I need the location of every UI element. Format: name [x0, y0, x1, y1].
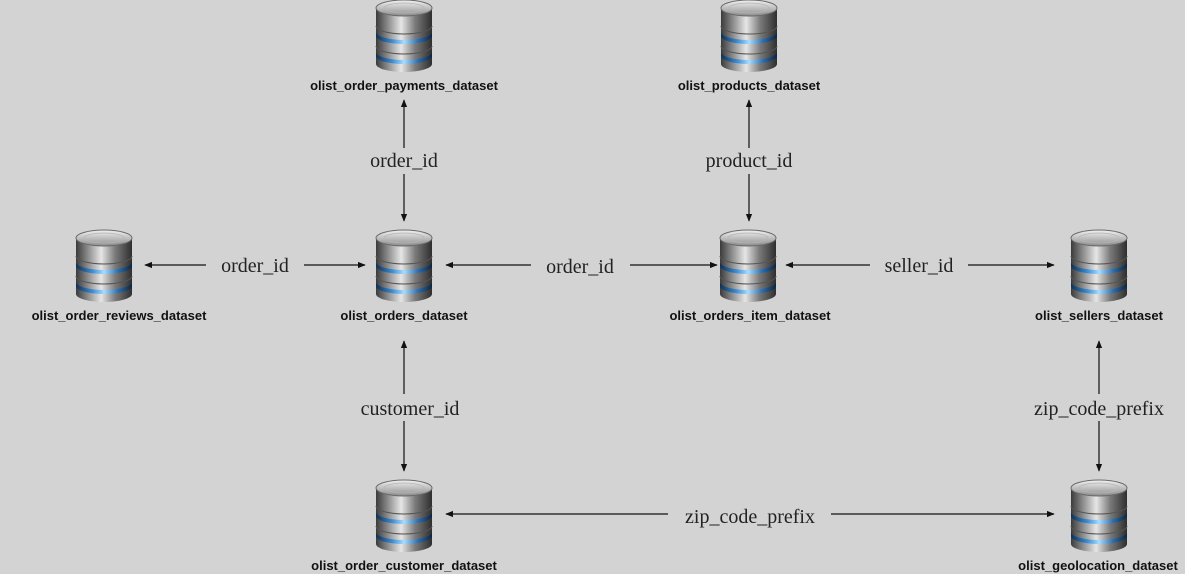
database-icon	[375, 0, 433, 73]
node-label-payments: olist_order_payments_dataset	[310, 78, 499, 93]
database-icon	[719, 229, 777, 303]
edge-label-reviews-orders: order_id	[221, 255, 289, 277]
edge-orders-customer: customer_id	[361, 340, 460, 472]
node-label-sellers: olist_sellers_dataset	[1035, 308, 1164, 323]
node-label-geolocation: olist_geolocation_dataset	[1018, 558, 1178, 573]
edge-customer-geolocation: zip_code_prefix	[445, 506, 1055, 528]
edge-items-sellers: seller_id	[785, 255, 1055, 277]
node-orders: olist_orders_dataset	[340, 229, 468, 323]
node-geolocation: olist_geolocation_dataset	[1018, 479, 1178, 573]
edge-items-products: product_id	[706, 99, 793, 222]
edge-label-customer-geolocation: zip_code_prefix	[685, 506, 815, 528]
edge-label-items-sellers: seller_id	[885, 255, 954, 277]
edge-sellers-geolocation: zip_code_prefix	[1034, 340, 1164, 472]
edge-label-orders-payments: order_id	[370, 150, 438, 172]
edge-orders-items: order_id	[445, 256, 718, 278]
node-label-items: olist_orders_item_dataset	[669, 308, 831, 323]
edge-reviews-orders: order_id	[144, 255, 366, 277]
edge-label-orders-items: order_id	[546, 256, 614, 278]
node-sellers: olist_sellers_dataset	[1035, 229, 1164, 323]
database-icon	[75, 229, 133, 303]
node-reviews: olist_order_reviews_dataset	[32, 229, 208, 323]
node-products: olist_products_dataset	[678, 0, 821, 93]
database-icon	[720, 0, 778, 73]
edge-label-orders-customer: customer_id	[361, 398, 460, 420]
edge-label-sellers-geolocation: zip_code_prefix	[1034, 398, 1164, 420]
node-label-reviews: olist_order_reviews_dataset	[32, 308, 208, 323]
edge-label-items-products: product_id	[706, 150, 793, 172]
node-label-customer: olist_order_customer_dataset	[311, 558, 497, 573]
node-items: olist_orders_item_dataset	[669, 229, 831, 323]
edge-orders-payments: order_id	[370, 99, 438, 222]
node-payments: olist_order_payments_dataset	[310, 0, 499, 93]
database-icon	[375, 479, 433, 553]
database-icon	[1070, 479, 1128, 553]
node-label-products: olist_products_dataset	[678, 78, 821, 93]
database-icon	[1070, 229, 1128, 303]
node-customer: olist_order_customer_dataset	[311, 479, 498, 573]
database-icon	[375, 229, 433, 303]
node-label-orders: olist_orders_dataset	[340, 308, 468, 323]
